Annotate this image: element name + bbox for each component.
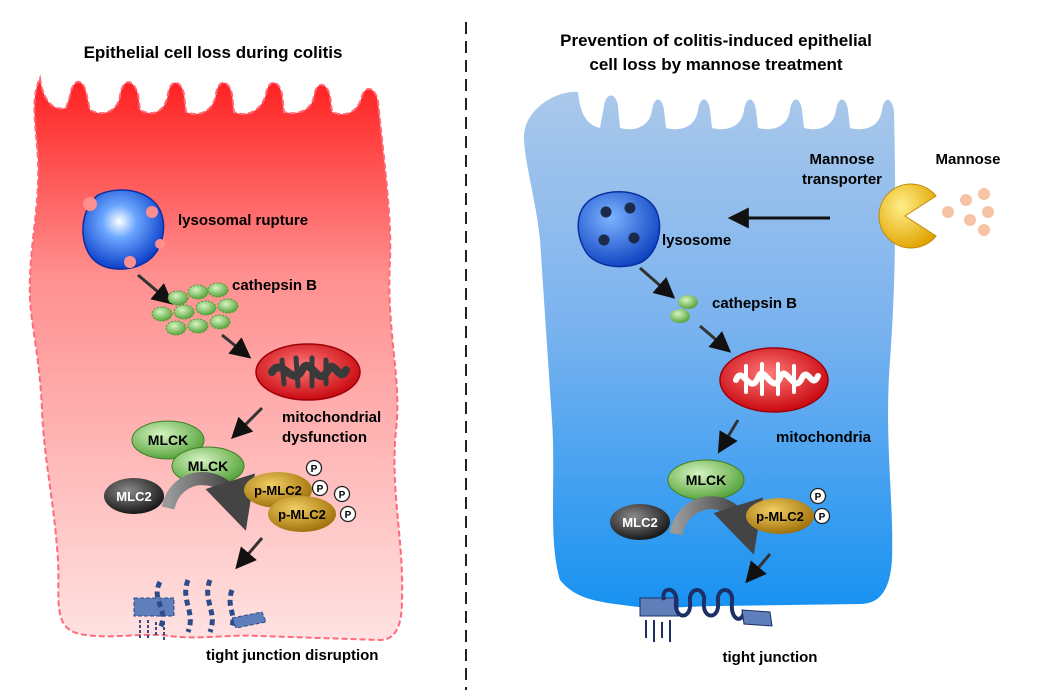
label-pmlc2-left-b: p-MLC2	[278, 507, 326, 522]
intact-tight-junction	[639, 587, 773, 642]
mlc2-right	[610, 504, 670, 540]
label-tight-junction-disruption: tight junction disruption	[206, 647, 378, 664]
label-mlck-left-back: MLCK	[148, 432, 188, 448]
label-mannose-transporter-line1: Mannose	[809, 151, 874, 168]
dysfunctional-mitochondrion	[255, 343, 361, 401]
cathepsin-small	[670, 295, 698, 323]
arrow-pmlc2-to-tj-right	[745, 553, 772, 584]
curved-arrow-right	[669, 496, 763, 555]
ruptured-lysosome	[82, 189, 165, 270]
healthy-mitochondrion	[719, 347, 829, 413]
arrow-cathepsin-to-mito-left	[221, 333, 252, 359]
label-pmlc2-right: p-MLC2	[756, 509, 804, 524]
mannose-transporter-shape	[878, 183, 937, 249]
phospho-marks-right: P P	[809, 487, 831, 525]
curved-arrow-left	[161, 472, 255, 531]
phospho-marks-left: P P P P	[305, 459, 357, 523]
cathepsin-cluster	[151, 282, 239, 336]
phospho-mark: P	[339, 490, 346, 501]
phospho-mark: P	[819, 512, 826, 523]
arrow-mito-to-mlck-left	[231, 406, 264, 439]
disrupted-tight-junction	[133, 579, 267, 640]
left-title: Epithelial cell loss during colitis	[84, 43, 343, 62]
pmlc2-left-b	[268, 496, 336, 532]
mannose-molecules	[942, 188, 994, 236]
phospho-mark: P	[311, 464, 318, 475]
label-cathepsin-b-left: cathepsin B	[232, 277, 317, 294]
arrow-pmlc2-to-tj-left	[235, 537, 264, 570]
label-mannose-transporter-line2: transporter	[802, 171, 882, 188]
phospho-mark: P	[815, 492, 822, 503]
intact-lysosome	[577, 190, 661, 268]
label-mitochondria: mitochondria	[776, 429, 872, 446]
phospho-mark: P	[317, 484, 324, 495]
label-pmlc2-left-a: p-MLC2	[254, 483, 302, 498]
label-mlc2-right: MLC2	[622, 515, 657, 530]
arrow-lyso-to-cathepsin	[137, 273, 174, 305]
label-lysosomal-rupture: lysosomal rupture	[178, 212, 308, 229]
right-cell-body	[523, 91, 896, 608]
arrow-mito-to-mlck-right	[717, 419, 740, 454]
left-panel: Epithelial cell loss during colitis lyso…	[28, 43, 404, 664]
arrow-lysosome-to-cathepsin	[639, 266, 676, 299]
right-title-line1: Prevention of colitis-induced epithelial	[560, 31, 872, 50]
right-panel: Prevention of colitis-induced epithelial…	[523, 31, 1001, 666]
arrow-cathepsin-to-mito-right	[699, 324, 732, 353]
label-lysosome: lysosome	[662, 232, 731, 249]
label-tight-junction: tight junction	[723, 649, 818, 666]
right-title-line2: cell loss by mannose treatment	[589, 55, 843, 74]
mlc2-left	[104, 478, 164, 514]
label-mlck-left-front: MLCK	[188, 458, 228, 474]
phospho-mark: P	[345, 510, 352, 521]
mlck-left-back	[131, 420, 205, 460]
label-cathepsin-b-right: cathepsin B	[712, 295, 797, 312]
label-mannose: Mannose	[935, 151, 1000, 168]
label-mlck-right: MLCK	[686, 472, 726, 488]
label-mlc2-left: MLC2	[116, 489, 151, 504]
label-mito-dysfunction-line2: dysfunction	[282, 429, 367, 446]
pmlc2-right	[746, 498, 814, 534]
label-mito-dysfunction-line1: mitochondrial	[282, 409, 381, 426]
